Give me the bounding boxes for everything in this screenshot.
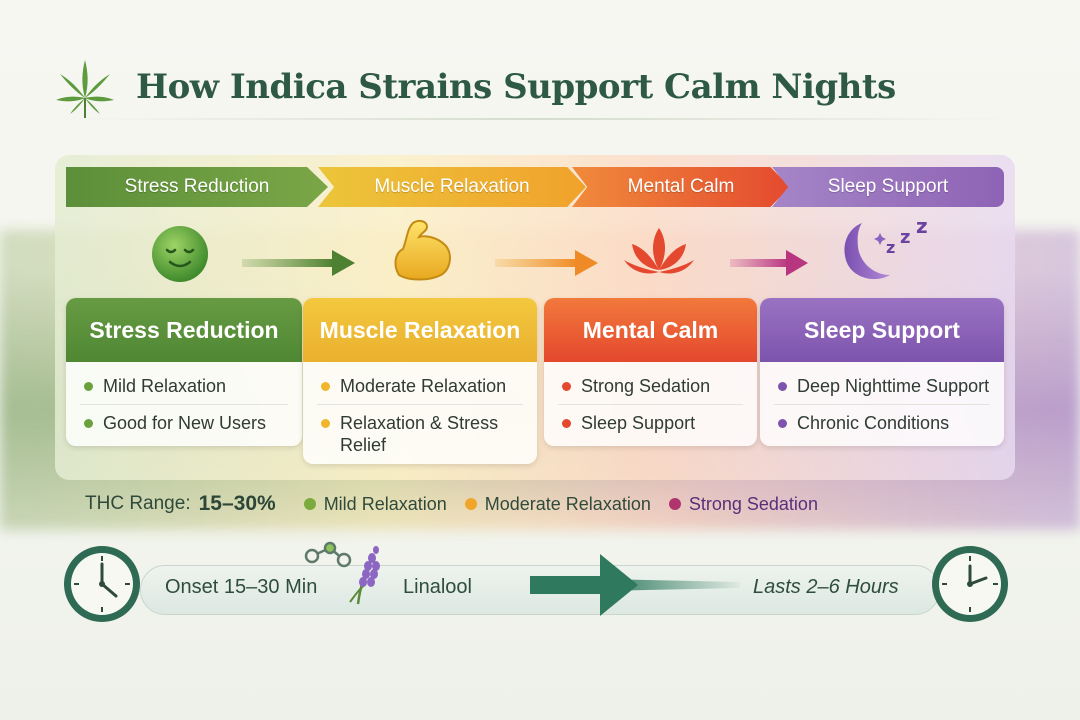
bullet-dot	[562, 419, 571, 428]
list-item: Sleep Support	[558, 404, 743, 441]
bullet-dot	[778, 419, 787, 428]
page-title: How Indica Strains Support Calm Nights	[136, 67, 896, 107]
legend-label: Moderate Relaxation	[484, 493, 651, 514]
smiley-face-icon	[152, 226, 208, 282]
item-label: Deep Nighttime Support	[797, 376, 990, 396]
item-label: Sleep Support	[581, 413, 696, 433]
bullet-dot	[84, 382, 93, 391]
chevron-sleep-support: Sleep Support	[772, 167, 1004, 207]
title-row: How Indica Strains Support Calm Nights	[50, 42, 896, 132]
bullet-dot	[321, 382, 330, 391]
svg-text:z: z	[886, 238, 895, 257]
bullet-dot	[562, 382, 571, 391]
lotus-icon	[624, 228, 694, 274]
card-title: Sleep Support	[760, 298, 1004, 362]
legend-label: Strong Sedation	[688, 493, 818, 514]
card-title: Stress Reduction	[66, 298, 302, 362]
legend-dot	[668, 498, 681, 510]
svg-text:z: z	[900, 227, 910, 248]
thc-range-label: THC Range:	[85, 493, 191, 514]
list-item: Moderate Relaxation	[317, 368, 523, 404]
list-item: Relaxation & Stress Relief	[317, 404, 523, 463]
item-label: Moderate Relaxation	[340, 376, 507, 396]
cannabis-leaf-icon	[56, 60, 114, 118]
title-divider	[55, 118, 1025, 120]
stage-card-stress-reduction: Stress Reduction Mild Relaxation Good fo…	[66, 298, 302, 446]
legend-label: Mild Relaxation	[323, 493, 447, 514]
legend-dot	[303, 498, 316, 510]
card-title: Muscle Relaxation	[303, 298, 537, 362]
clock-icon	[932, 546, 1008, 622]
legend-entry: Mild Relaxation	[303, 493, 447, 515]
chevron-stress-reduction: Stress Reduction	[66, 167, 328, 207]
item-label: Good for New Users	[103, 413, 267, 433]
bullet-dot	[778, 382, 787, 391]
stage-card-mental-calm: Mental Calm Strong Sedation Sleep Suppor…	[544, 298, 757, 446]
list-item: Good for New Users	[80, 404, 288, 441]
onset-label: Onset 15–30 Min	[165, 576, 318, 598]
compound-label: Linalool	[403, 576, 472, 598]
thc-legend: THC Range: 15–30% Mild Relaxation Modera…	[85, 487, 836, 521]
duration-label: Lasts 2–6 Hours	[753, 576, 899, 598]
chevron-muscle-relaxation: Muscle Relaxation	[318, 167, 586, 207]
arrow-right-icon	[242, 250, 355, 276]
clock-icon	[64, 546, 140, 622]
lavender-molecule-icon	[304, 541, 380, 605]
thc-range-value: 15–30%	[198, 492, 276, 515]
svg-text:z: z	[916, 215, 928, 238]
flexed-arm-icon	[394, 219, 451, 281]
stage-card-muscle-relaxation: Muscle Relaxation Moderate Relaxation Re…	[303, 298, 537, 464]
item-label: Strong Sedation	[581, 376, 711, 396]
list-item: Deep Nighttime Support	[774, 368, 990, 404]
duration-arrow-icon	[530, 554, 740, 616]
bullet-dot	[84, 419, 93, 428]
stage-card-sleep-support: Sleep Support Deep Nighttime Support Chr…	[760, 298, 1004, 446]
item-label: Relaxation & Stress Relief	[340, 413, 499, 455]
legend-entry: Strong Sedation	[668, 493, 818, 515]
legend-entry: Moderate Relaxation	[464, 493, 651, 515]
arrow-right-icon	[495, 250, 598, 276]
timeline: Onset 15–30 Min Linalool Lasts 2–6 Hours	[60, 540, 1020, 640]
item-label: Mild Relaxation	[103, 376, 227, 396]
list-item: Chronic Conditions	[774, 404, 990, 441]
bullet-dot	[321, 419, 330, 428]
list-item: Strong Sedation	[558, 368, 743, 404]
legend-dot	[464, 498, 477, 510]
item-label: Chronic Conditions	[797, 413, 950, 433]
card-title: Mental Calm	[544, 298, 757, 362]
arrow-right-icon	[730, 250, 808, 276]
chevron-mental-calm: Mental Calm	[572, 167, 790, 207]
list-item: Mild Relaxation	[80, 368, 288, 404]
moon-zzz-icon: z z z	[844, 215, 928, 280]
